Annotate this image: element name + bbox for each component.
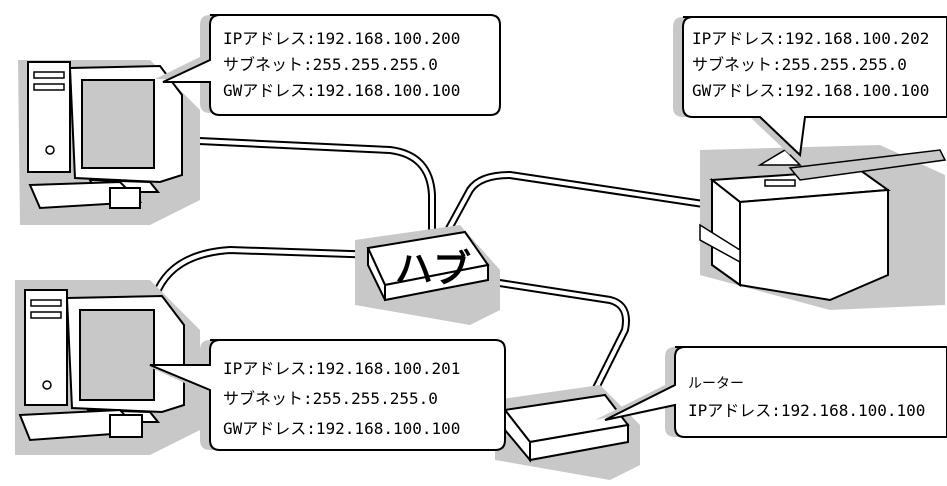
- router-name-text: ルーター: [688, 376, 744, 392]
- pc1-gw-text: GWアドレス:192.168.100.100: [223, 81, 460, 100]
- printer-icon: [699, 145, 947, 310]
- pc1-ip-text: IPアドレス:192.168.100.200: [223, 29, 460, 48]
- pc2-gw-text: GWアドレス:192.168.100.100: [223, 419, 460, 438]
- pc2-subnet-text: サブネット:255.255.255.0: [223, 389, 438, 408]
- printer-subnet-text: サブネット:255.255.255.0: [692, 55, 907, 74]
- computer-top-icon: [18, 60, 200, 225]
- pc1-subnet-text: サブネット:255.255.255.0: [223, 55, 438, 74]
- callout-pc-bottom: IPアドレス:192.168.100.201 サブネット:255.255.255…: [145, 339, 506, 451]
- printer-gw-text: GWアドレス:192.168.100.100: [692, 81, 929, 100]
- router-ip-text: IPアドレス:192.168.100.100: [688, 401, 925, 420]
- computer-bottom-icon: [15, 280, 200, 455]
- callout-pc-top: IPアドレス:192.168.100.200 サブネット:255.255.255…: [155, 14, 501, 116]
- callout-printer: IPアドレス:192.168.100.202 サブネット:255.255.255…: [673, 16, 947, 158]
- printer-ip-text: IPアドレス:192.168.100.202: [692, 29, 929, 48]
- router-icon: [495, 385, 640, 480]
- hub-label: ハブ: [395, 247, 471, 291]
- callout-router: ルーター IPアドレス:192.168.100.100: [595, 346, 947, 438]
- pc2-ip-text: IPアドレス:192.168.100.201: [223, 359, 460, 378]
- hub-icon: ハブ: [355, 225, 500, 325]
